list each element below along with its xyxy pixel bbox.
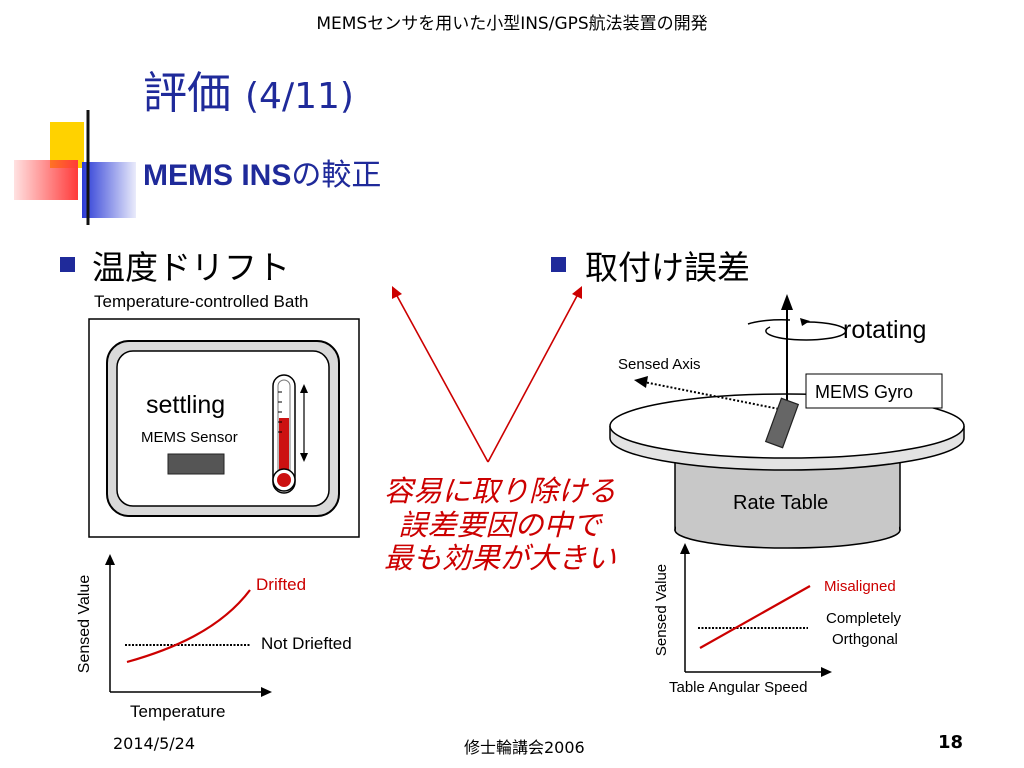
rate-table-diagram <box>609 294 965 549</box>
not-drifted-label: Not Driefted <box>261 634 352 653</box>
decorative-corner-graphic <box>14 110 1024 225</box>
footer-date: 2014/5/24 <box>113 734 196 753</box>
arrow-to-right <box>487 293 579 463</box>
rotating-label: rotating <box>843 316 927 344</box>
temperature-drift-chart: Sensed Value <box>76 554 272 697</box>
x-axis-arrow <box>821 667 832 677</box>
misaligned-label: Misaligned <box>824 578 896 595</box>
slide-title-number: (4/11) <box>245 76 354 117</box>
settling-label: settling <box>146 391 226 419</box>
misaligned-line <box>699 585 811 649</box>
bath-caption: Temperature-controlled Bath <box>94 292 309 311</box>
key-point-line2: 誤差要因の中で <box>398 507 602 542</box>
sensed-axis-label: Sensed Axis <box>618 356 701 373</box>
footer-event: 修士輪講会2006 <box>464 738 585 757</box>
gyro-label-box <box>805 373 943 409</box>
key-point-note: 容易に取り除ける 誤差要因の中で 最も効果が大きい <box>360 474 640 576</box>
y-axis-arrow <box>680 543 690 554</box>
sensor-chip <box>167 453 225 475</box>
x-axis-label: Temperature <box>130 702 226 721</box>
bullet-marker <box>551 257 566 272</box>
bath-diagram <box>88 318 360 538</box>
y-axis-arrow <box>105 554 115 565</box>
subtitle-bold: MEMS INS <box>143 159 292 192</box>
bullet-marker <box>60 257 75 272</box>
rate-table-label: Rate Table <box>733 492 829 514</box>
key-point-line3: 最も効果が大きい <box>383 541 616 576</box>
subtitle-rest: の較正 <box>291 158 382 193</box>
presentation-title: MEMSセンサを用いた小型INS/GPS航法装置の開発 <box>316 14 708 34</box>
mems-gyro-label: MEMS Gyro <box>815 382 914 402</box>
mems-sensor-label: MEMS Sensor <box>141 429 238 446</box>
drifted-curve <box>126 589 251 664</box>
double-arrow-icon <box>300 384 308 462</box>
page-number: 18 <box>938 732 964 753</box>
slide-subtitle: MEMS INSの較正 <box>143 150 381 194</box>
thermometer-icon <box>272 374 296 494</box>
blue-block <box>82 162 136 218</box>
pointer-arrows <box>392 286 582 463</box>
orthogonal-label: Orthgonal <box>832 631 898 648</box>
slide-title-main: 評価 <box>143 68 231 119</box>
key-point-line1: 容易に取り除ける <box>383 474 616 508</box>
bullet-mounting-error: 取付け誤差 <box>585 248 750 287</box>
y-axis-label: Sensed Value <box>653 564 670 656</box>
bullet-temperature-drift: 温度ドリフト <box>92 248 290 287</box>
gyro-block <box>764 397 800 449</box>
drifted-label: Drifted <box>256 575 307 594</box>
completely-label: Completely <box>826 610 902 627</box>
red-block <box>14 160 78 200</box>
sensed-axis-line <box>643 381 795 413</box>
x-axis-arrow <box>261 687 272 697</box>
misalignment-chart: Sensed Value <box>653 543 832 677</box>
rotation-arrow-icon <box>747 318 847 341</box>
slide-title: 評価 (4/11) <box>143 72 354 116</box>
y-axis-label: Sensed Value <box>76 575 93 674</box>
x-axis-label: Table Angular Speed <box>669 679 808 696</box>
arrow-to-left <box>395 293 489 463</box>
